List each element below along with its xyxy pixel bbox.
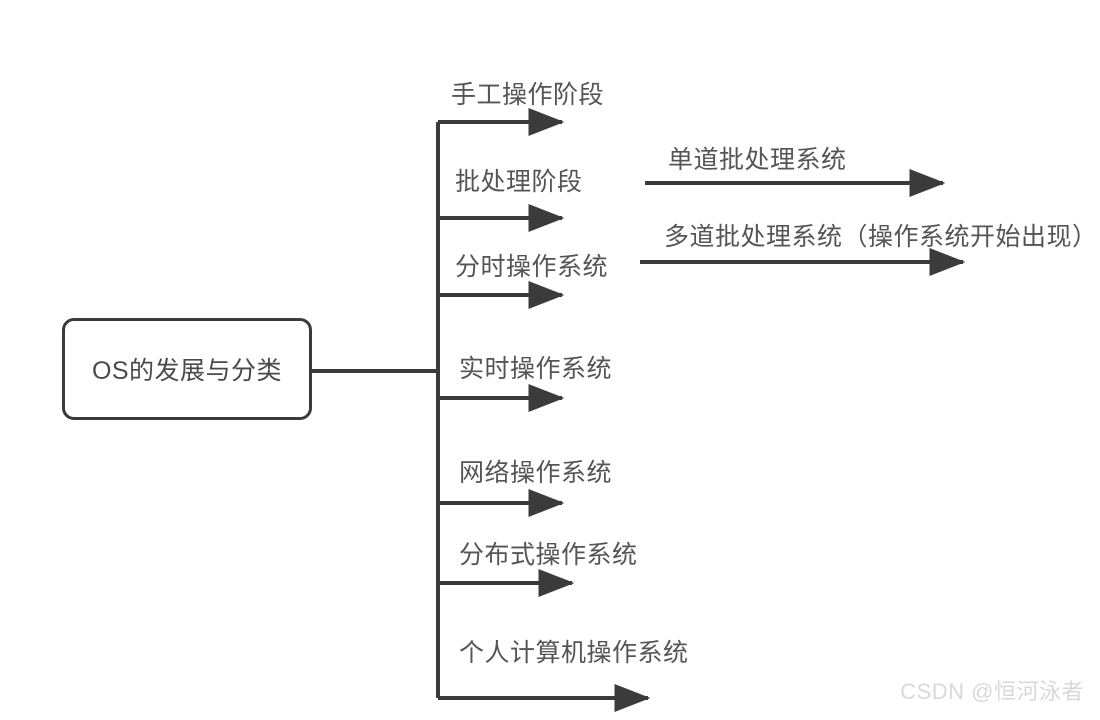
branch-label-timesharing-os: 分时操作系统 (455, 253, 609, 281)
branch-label-batch-stage: 批处理阶段 (455, 168, 583, 196)
root-node-label: OS的发展与分类 (91, 357, 283, 385)
branch-label-manual-stage: 手工操作阶段 (451, 81, 605, 109)
csdn-watermark: CSDN @恒河泳者 (900, 679, 1084, 704)
sub-branch-label-single-batch: 单道批处理系统 (668, 146, 847, 174)
branch-label-personal-computer-os: 个人计算机操作系统 (459, 639, 689, 667)
branch-label-distributed-os: 分布式操作系统 (459, 541, 638, 569)
branch-label-network-os: 网络操作系统 (459, 459, 613, 487)
branch-label-realtime-os: 实时操作系统 (459, 355, 613, 383)
root-node[interactable]: OS的发展与分类 (62, 318, 312, 420)
sub-branch-label-multi-batch: 多道批处理系统（操作系统开始出现） (664, 223, 1098, 251)
